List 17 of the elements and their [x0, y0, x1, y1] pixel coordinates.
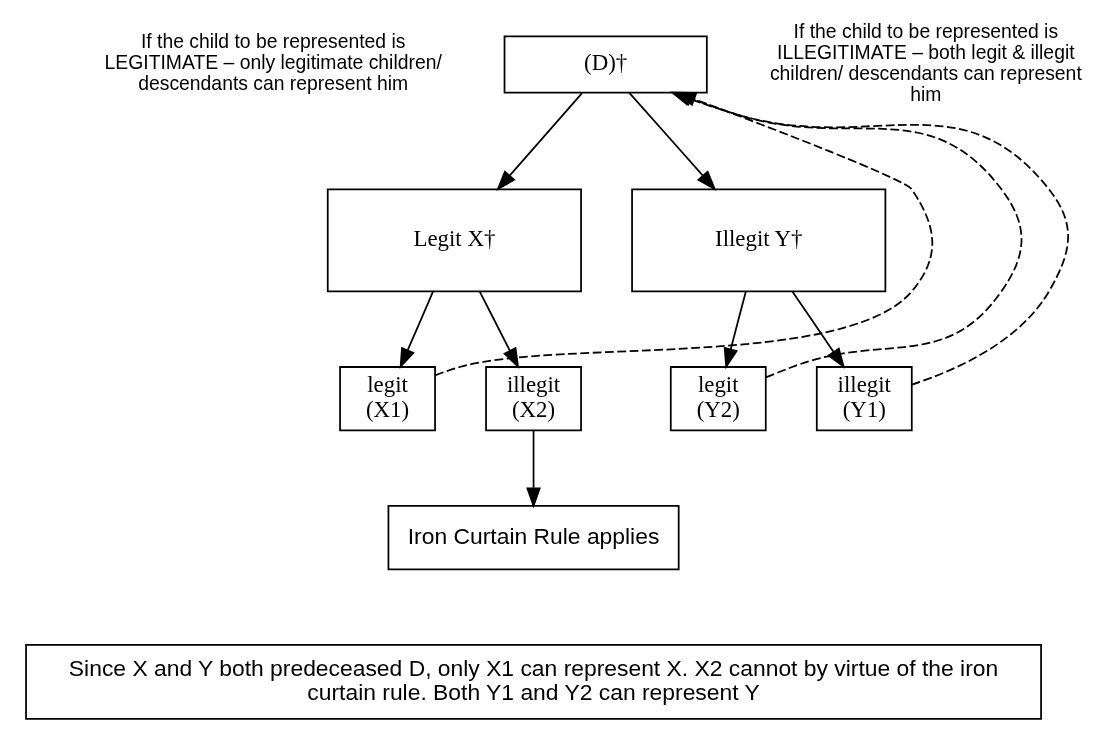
- node-box: illegit (X2): [485, 366, 582, 432]
- node-box: (D)†: [503, 35, 708, 94]
- node-box: legit (X1): [339, 366, 436, 432]
- arrow: [399, 291, 434, 369]
- node-box: Illegit Y†: [631, 188, 887, 293]
- arrow: [496, 92, 583, 191]
- arrow: [526, 429, 541, 509]
- node-box: legit (Y2): [669, 366, 767, 432]
- node-box: Legit X†: [326, 188, 582, 293]
- arrow: [723, 291, 747, 370]
- node-box: Iron Curtain Rule applies: [387, 505, 680, 571]
- arrow: [791, 291, 846, 369]
- node-box: Since X and Y both predeceased D, only X1 can represent X. X2 cannot by virtue of the iron curtain rule. Both Y1 and Y2 can represent Y: [25, 644, 1042, 720]
- node-box: illegit (Y1): [815, 366, 913, 432]
- label: If the child to be represented is LEGITIMATE – only legitimate children/ descendants can represent him: [104, 30, 442, 95]
- label: If the child to be represented is ILLEGITIMATE – both legit & illegit children/ descendants can represent him: [769, 19, 1082, 106]
- arrow: [479, 291, 520, 369]
